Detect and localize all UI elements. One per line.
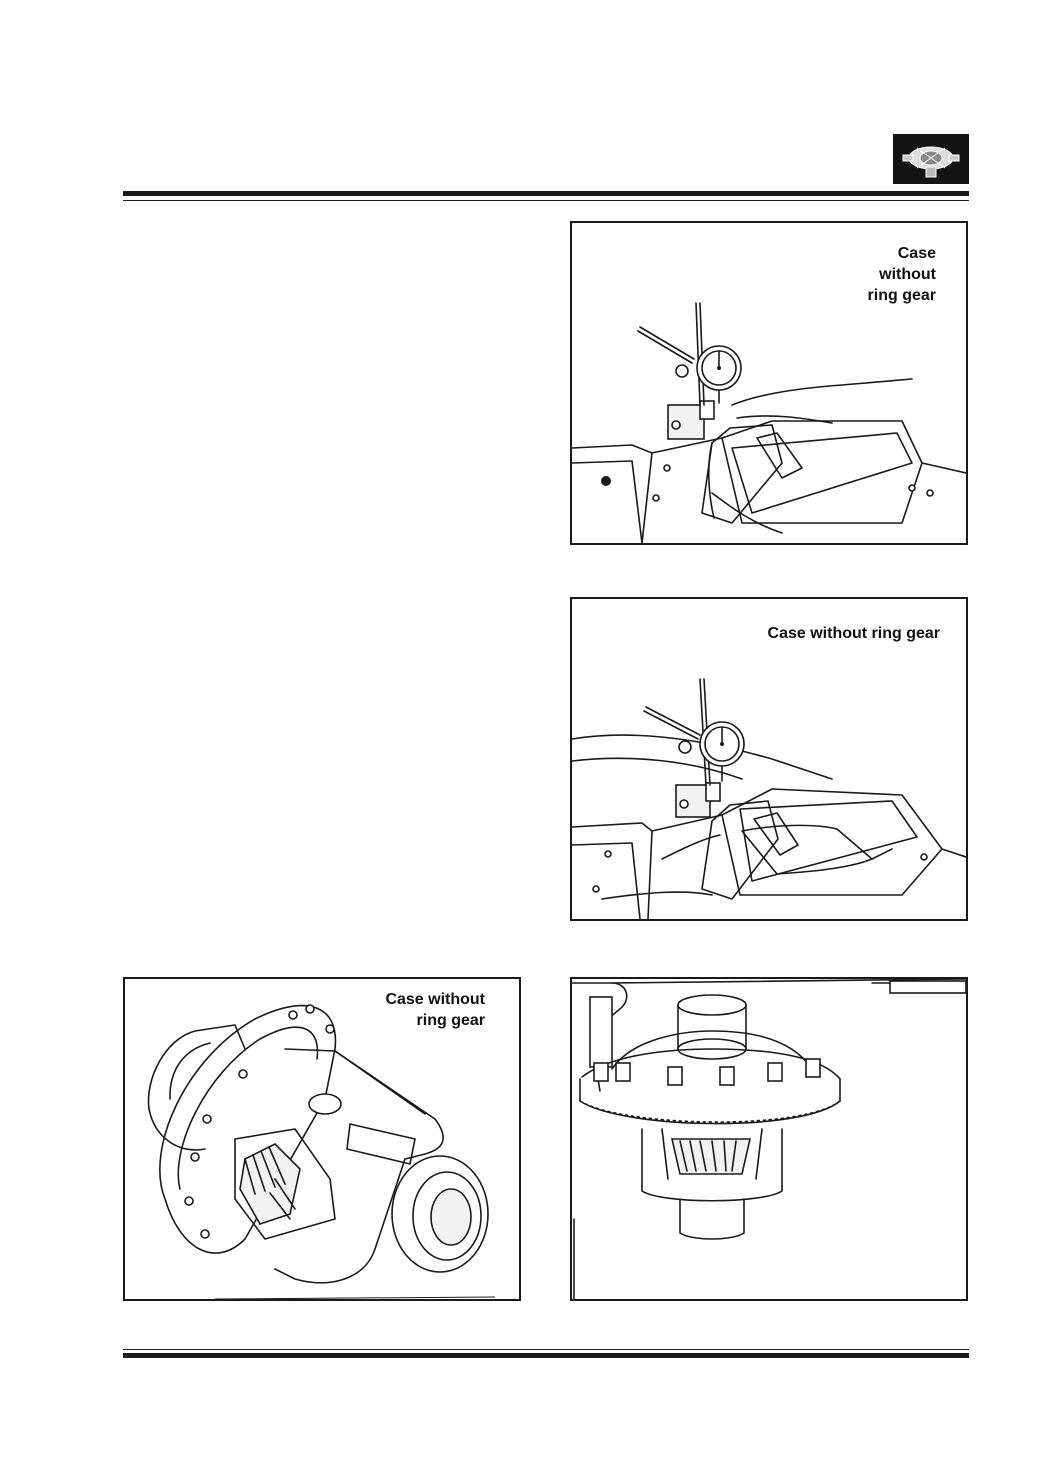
section-logo	[893, 134, 969, 184]
figure-differential-with-ring-gear	[570, 977, 968, 1301]
differential-section-icon	[902, 146, 960, 178]
figure-caption: Case without ring gear	[767, 625, 940, 642]
footer-rule-thick	[123, 1353, 969, 1358]
differential-case-illustration	[147, 1004, 496, 1299]
footer-rule-thin	[123, 1349, 969, 1350]
figure-case-without-ring-gear-1: Case without ring gear	[570, 221, 968, 545]
header-rule-thick	[123, 191, 969, 196]
figure-caption: Case without ring gear	[867, 245, 936, 304]
figure-caption: Case without ring gear	[385, 991, 485, 1029]
differential-with-ring-gear-illustration	[572, 979, 966, 1299]
figure-case-without-ring-gear-2: Case without ring gear	[570, 597, 968, 921]
figure-differential-case: Case without ring gear	[123, 977, 521, 1301]
dial-indicator-on-housing-illustration	[572, 302, 966, 543]
header-rule-thin	[123, 200, 969, 201]
dial-indicator-on-housing-illustration	[572, 678, 966, 919]
